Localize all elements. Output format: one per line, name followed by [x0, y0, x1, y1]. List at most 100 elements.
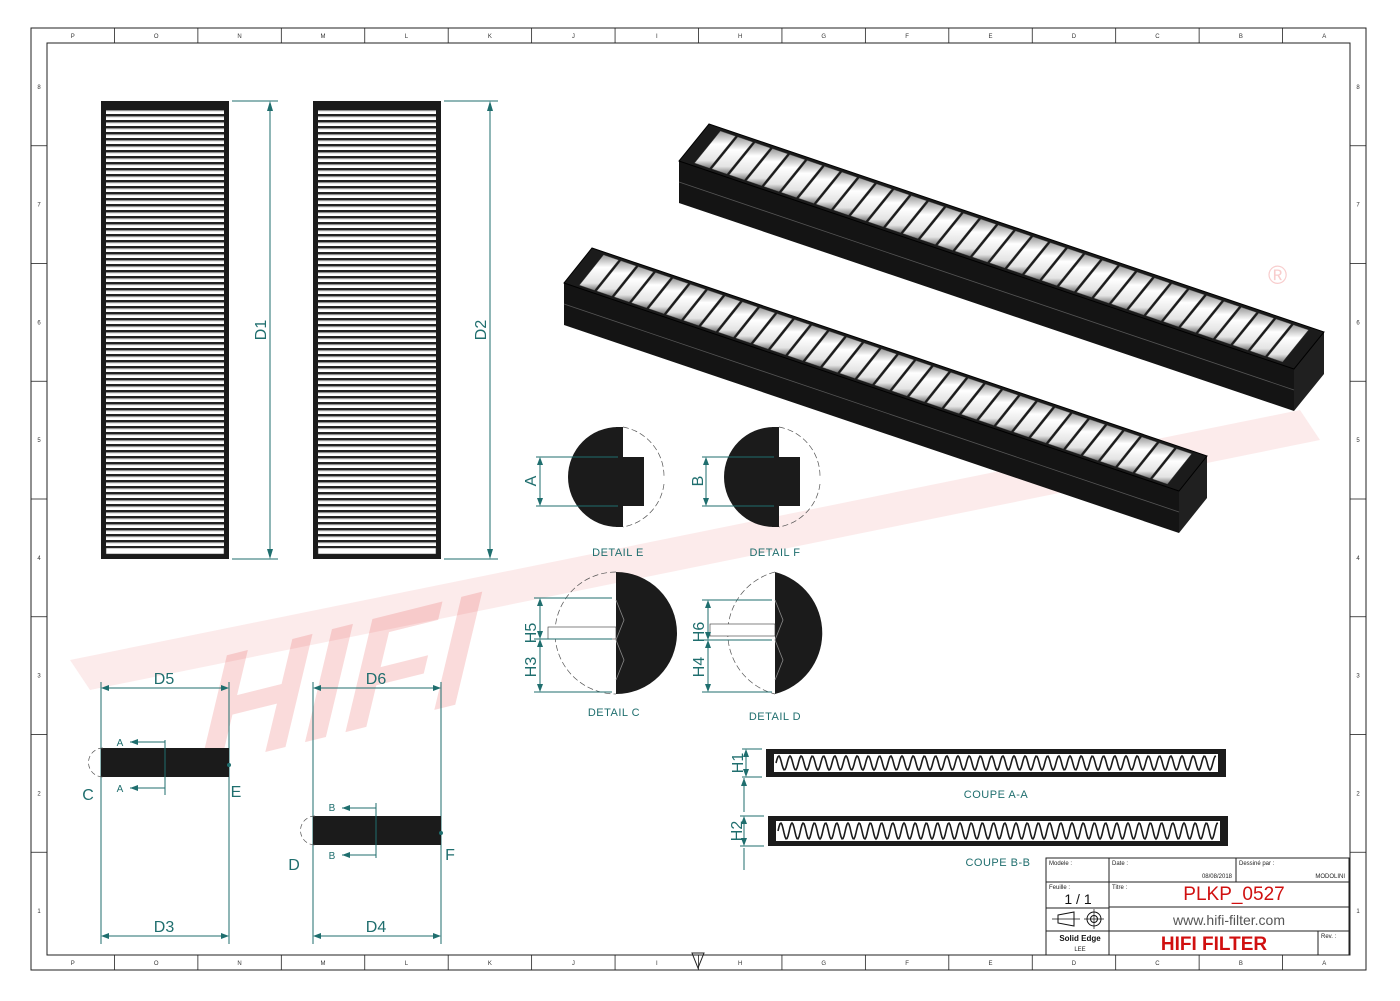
callout-e-label: E [231, 784, 242, 801]
center-mark [691, 952, 705, 970]
zone-label-bottom: P [71, 961, 75, 967]
tb-software: Solid Edge [1059, 934, 1101, 943]
zone-label-right: 8 [1356, 85, 1360, 91]
dim-a-label: A [523, 475, 540, 486]
dimension-d1: D1 [232, 100, 278, 560]
dim-d3-label: D3 [154, 919, 175, 936]
detail-e-view: A DETAIL E [523, 426, 665, 559]
zone-label-top: C [1155, 34, 1160, 40]
label-coupe-aa: COUPE A-A [964, 789, 1029, 801]
front-view-right [313, 101, 441, 559]
callout-c-label: C [82, 787, 94, 804]
detail-f-view: B DETAIL F [690, 426, 821, 559]
zone-label-left: 2 [37, 791, 41, 797]
label-detail-c: DETAIL C [588, 707, 640, 719]
zone-label-right: 6 [1356, 320, 1360, 326]
zone-label-bottom: K [488, 961, 492, 967]
zone-label-top: H [738, 34, 742, 40]
zone-label-bottom: A [1322, 961, 1326, 967]
dim-d4-label: D4 [366, 919, 387, 936]
zone-label-bottom: D [1072, 961, 1077, 967]
watermark: HIFI ® [70, 260, 1320, 803]
zone-label-bottom: C [1155, 961, 1160, 967]
zone-label-top: D [1072, 34, 1077, 40]
dim-b-label: B [690, 476, 707, 487]
zone-label-top: N [237, 34, 241, 40]
isometric-filter-front [563, 247, 1208, 533]
tb-rev-label: Rev. : [1321, 934, 1337, 940]
watermark-registered: ® [1268, 260, 1287, 290]
zone-label-top: O [154, 34, 159, 40]
dimension-d2: D2 [444, 100, 498, 560]
detail-c-view: H5 H3 DETAIL C [523, 571, 677, 719]
zone-label-right: 1 [1356, 909, 1360, 915]
section-b-bottom-label: B [329, 851, 336, 862]
label-detail-f: DETAIL F [749, 547, 800, 559]
zone-label-bottom: B [1239, 961, 1243, 967]
tb-titre-label: Titre : [1112, 885, 1127, 891]
dim-d6-label: D6 [366, 671, 387, 688]
title-block: Modele : Date : 08/08/2018 Dessiné par :… [1045, 857, 1350, 956]
tb-brand: HIFI FILTER [1161, 934, 1268, 955]
dim-h1-label: H1 [730, 753, 747, 774]
zone-label-left: 8 [37, 85, 41, 91]
section-a-top-label: A [117, 738, 124, 749]
zone-label-left: 4 [37, 556, 41, 562]
label-coupe-bb: COUPE B-B [965, 857, 1030, 869]
zone-label-bottom: L [405, 961, 409, 967]
section-aa: H1 COUPE A-A [730, 748, 1226, 801]
dim-d2-label: D2 [473, 320, 490, 341]
section-bb: H2 COUPE B-B [729, 778, 1228, 870]
dim-h5-label: H5 [523, 623, 540, 644]
zone-label-top: B [1239, 34, 1243, 40]
zone-label-top: G [821, 34, 826, 40]
tb-feuille-value: 1 / 1 [1064, 891, 1091, 907]
zone-label-bottom: M [321, 961, 326, 967]
zone-label-right: 5 [1356, 438, 1360, 444]
zone-label-bottom: J [572, 961, 575, 967]
zone-label-top: M [321, 34, 326, 40]
tb-feuille-label: Feuille : [1049, 885, 1070, 891]
watermark-swoosh [70, 410, 1320, 690]
side-view-right: D6 B B D F D4 [288, 671, 455, 944]
zone-label-left: 3 [37, 674, 41, 680]
zone-label-right: 4 [1356, 556, 1360, 562]
projection-symbol-icon [1052, 909, 1104, 929]
section-a-bottom-label: A [117, 784, 124, 795]
zone-label-bottom: G [821, 961, 826, 967]
zone-label-top: J [572, 34, 575, 40]
section-b-top-label: B [329, 803, 336, 814]
zone-label-bottom: I [656, 961, 658, 967]
tb-modele-label: Modele : [1049, 861, 1072, 867]
zone-label-bottom: H [738, 961, 742, 967]
front-view-left [101, 101, 229, 559]
zone-label-bottom: E [989, 961, 993, 967]
zone-label-bottom: F [905, 961, 909, 967]
dim-d5-label: D5 [154, 671, 175, 688]
zone-label-left: 1 [37, 909, 41, 915]
dim-h3-label: H3 [523, 657, 540, 678]
isometric-filter-back [678, 123, 1325, 411]
zone-label-right: 3 [1356, 674, 1360, 680]
callout-d-label: D [288, 857, 300, 874]
zone-label-top: I [656, 34, 658, 40]
zone-label-right: 7 [1356, 203, 1360, 209]
zone-label-left: 5 [37, 438, 41, 444]
tb-website: www.hifi-filter.com [1172, 912, 1285, 928]
tb-date-value: 08/08/2018 [1202, 874, 1233, 880]
zone-label-bottom: N [237, 961, 241, 967]
detail-d-view: H6 H4 DETAIL D [691, 571, 823, 723]
label-detail-d: DETAIL D [749, 711, 801, 723]
zone-label-top: F [905, 34, 909, 40]
isometric-views [563, 123, 1325, 533]
zone-label-top: P [71, 34, 75, 40]
dim-d1-label: D1 [253, 320, 270, 341]
dim-h4-label: H4 [691, 657, 708, 678]
tb-dessine-label: Dessiné par : [1239, 861, 1275, 867]
callout-f-label: F [445, 847, 455, 864]
zone-label-right: 2 [1356, 791, 1360, 797]
label-detail-e: DETAIL E [592, 547, 644, 559]
dim-h6-label: H6 [691, 622, 708, 643]
